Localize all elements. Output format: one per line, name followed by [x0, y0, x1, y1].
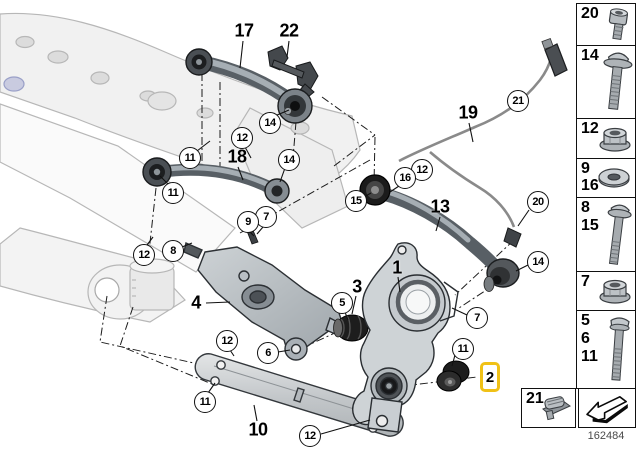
- rear-axle-carrier: [0, 12, 361, 323]
- legend-label: 11: [581, 347, 598, 365]
- cable-clip-icon: [539, 393, 573, 423]
- legend-cell-9-16[interactable]: 9 16: [576, 157, 636, 199]
- fastener-callout-20[interactable]: 20: [527, 191, 549, 213]
- flange-nut-icon: [597, 123, 633, 155]
- legend-cell-20[interactable]: 20: [576, 3, 636, 46]
- fastener-callout-21[interactable]: 21: [507, 90, 529, 112]
- washer-icon: [595, 164, 633, 192]
- legend-label: 9: [581, 159, 590, 177]
- fastener-callout-12[interactable]: 12: [411, 159, 433, 181]
- fastener-callout-12[interactable]: 12: [231, 127, 253, 149]
- legend-cell-12[interactable]: 12: [576, 118, 636, 159]
- legend-cell-21[interactable]: 21: [521, 388, 576, 428]
- legend-label: 15: [581, 216, 599, 234]
- part-13-control-arm: [359, 174, 520, 292]
- legend-label: 12: [581, 120, 599, 137]
- direction-arrow-icon: [582, 392, 632, 424]
- part-callout-13[interactable]: 13: [430, 196, 450, 217]
- fastener-callout-6[interactable]: 6: [257, 342, 279, 364]
- fastener-callout-8[interactable]: 8: [162, 240, 184, 262]
- part-callout-4[interactable]: 4: [191, 292, 201, 313]
- legend-label: 14: [581, 46, 599, 64]
- fastener-callout-11[interactable]: 11: [162, 182, 184, 204]
- selected-part-callout-2[interactable]: 2: [480, 362, 500, 392]
- fastener-callout-7[interactable]: 7: [466, 307, 488, 329]
- fastener-callout-11[interactable]: 11: [452, 338, 474, 360]
- fastener-callout-9[interactable]: 9: [237, 211, 259, 233]
- part-callout-3[interactable]: 3: [352, 276, 362, 297]
- part-callout-10[interactable]: 10: [248, 419, 268, 440]
- part-22-bracket: [267, 45, 319, 98]
- part-1-wheel-carrier: [352, 242, 459, 433]
- legend-label: 6: [581, 329, 590, 347]
- legend-cell-14[interactable]: 14: [576, 44, 636, 120]
- legend-label: 5: [581, 312, 590, 329]
- part-19-abs-sensor-cable: [398, 38, 568, 248]
- flange-bolt-icon: [599, 50, 633, 114]
- fastener-callout-14[interactable]: 14: [259, 112, 281, 134]
- fastener-callout-5[interactable]: 5: [331, 292, 353, 314]
- part-callout-19[interactable]: 19: [458, 102, 478, 123]
- fastener-callout-12[interactable]: 12: [299, 425, 321, 447]
- direction-arrow-cell[interactable]: [577, 388, 636, 428]
- fastener-callout-16[interactable]: 16: [394, 167, 416, 189]
- fastener-callout-14[interactable]: 14: [527, 251, 549, 273]
- part-callout-1[interactable]: 1: [392, 257, 402, 278]
- fastener-callout-12[interactable]: 12: [133, 244, 155, 266]
- fastener-callout-15[interactable]: 15: [345, 190, 367, 212]
- fastener-callout-11[interactable]: 11: [194, 391, 216, 413]
- part-callout-17[interactable]: 17: [234, 20, 254, 41]
- diagram-id-number: 162484: [587, 430, 625, 442]
- part-3-rubber-mount: [333, 314, 369, 342]
- legend-label: 16: [581, 177, 599, 195]
- legend-label: 8: [581, 199, 590, 216]
- part-18-camber-arm: [142, 157, 290, 245]
- hex-bolt-icon: [603, 315, 633, 385]
- part-callout-22[interactable]: 22: [279, 20, 299, 41]
- part-17-camber-arm-upper: [185, 48, 313, 124]
- legend-cell-5-6-11[interactable]: 5 6 11: [576, 310, 636, 389]
- legend-cell-7[interactable]: 7: [576, 270, 636, 312]
- legend-label: 21: [526, 390, 544, 407]
- legend-label: 7: [581, 272, 590, 290]
- fastener-callout-11[interactable]: 11: [179, 147, 201, 169]
- flange-bolt-long-icon: [601, 202, 633, 268]
- part-4-swing-arm: [183, 242, 346, 361]
- fastener-callout-14[interactable]: 14: [278, 149, 300, 171]
- part-callout-18[interactable]: 18: [227, 146, 247, 167]
- part-2-bushing: [436, 360, 470, 392]
- leader-lines: [146, 40, 530, 435]
- legend-cell-8-15[interactable]: 8 15: [576, 197, 636, 272]
- flange-nut-icon: [597, 275, 633, 307]
- socket-head-bolt-icon: [603, 7, 633, 43]
- legend-label: 20: [581, 5, 599, 22]
- fastener-callout-12[interactable]: 12: [216, 330, 238, 352]
